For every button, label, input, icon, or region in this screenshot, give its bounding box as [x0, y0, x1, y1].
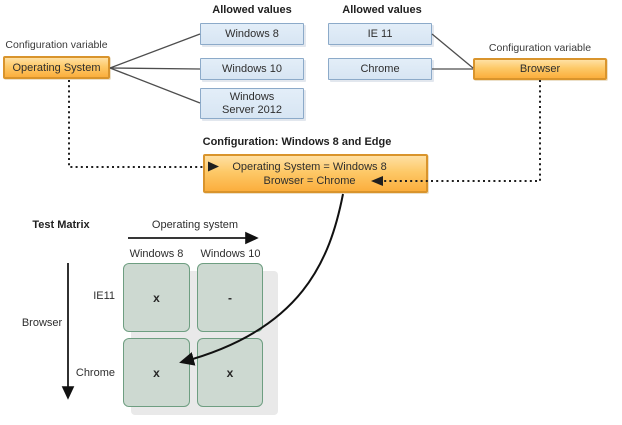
y-axis-label: Browser: [21, 317, 63, 329]
matrix-cell-ie11-windows8: x: [123, 263, 190, 332]
value-label: Chrome: [360, 63, 400, 75]
matrix-cell-value: -: [228, 290, 232, 305]
browser-variable-caption: Configuration variable: [488, 42, 592, 54]
allowed-values-heading-browser: Allowed values: [342, 4, 422, 16]
matrix-cell-chrome-windows10: x: [197, 338, 263, 407]
matrix-cell-chrome-windows8: x: [123, 338, 190, 407]
browser-variable-box: Browser: [473, 58, 607, 80]
matrix-cell-value: x: [226, 365, 234, 380]
value-label: Windows 10: [222, 63, 282, 75]
column-header-windows8: Windows 8: [129, 248, 184, 260]
dashed-os-to-configuration: [68, 80, 204, 168]
value-box-ie11: IE 11: [328, 23, 432, 45]
line-os-to-windows-server: [109, 67, 201, 104]
configuration-assignment-browser: Browser = Chrome: [263, 175, 356, 187]
configuration-assignment-os: Operating System = Windows 8: [232, 161, 387, 173]
value-label: Windows 8: [225, 28, 279, 40]
matrix-cell-value: x: [153, 290, 160, 305]
browser-variable-name: Browser: [519, 63, 561, 75]
value-box-chrome: Chrome: [328, 58, 432, 80]
os-variable-caption: Configuration variable: [5, 39, 108, 51]
row-header-ie11: IE11: [93, 290, 115, 302]
value-box-windows10: Windows 10: [200, 58, 304, 80]
os-variable-box: Operating System: [3, 56, 110, 79]
value-box-windows8: Windows 8: [200, 23, 304, 45]
configuration-box: Operating System = Windows 8 Browser = C…: [203, 154, 428, 193]
matrix-cell-ie11-windows10: -: [197, 263, 263, 332]
value-label: Windows Server 2012: [222, 90, 282, 116]
test-matrix-title: Test Matrix: [32, 219, 90, 231]
column-header-windows10: Windows 10: [200, 248, 261, 260]
matrix-cell-value: x: [153, 365, 160, 380]
allowed-values-heading-os: Allowed values: [212, 4, 292, 16]
value-label: IE 11: [367, 28, 393, 40]
row-header-chrome: Chrome: [75, 367, 115, 379]
x-axis-label: Operating system: [151, 219, 239, 231]
configuration-heading: Configuration: Windows 8 and Edge: [202, 136, 392, 148]
os-variable-name: Operating System: [12, 61, 101, 74]
line-os-to-windows10: [109, 67, 201, 70]
value-box-windows-server-2012: Windows Server 2012: [200, 88, 304, 119]
line-ie11-to-browser: [431, 33, 474, 69]
line-os-to-windows8: [109, 33, 201, 69]
